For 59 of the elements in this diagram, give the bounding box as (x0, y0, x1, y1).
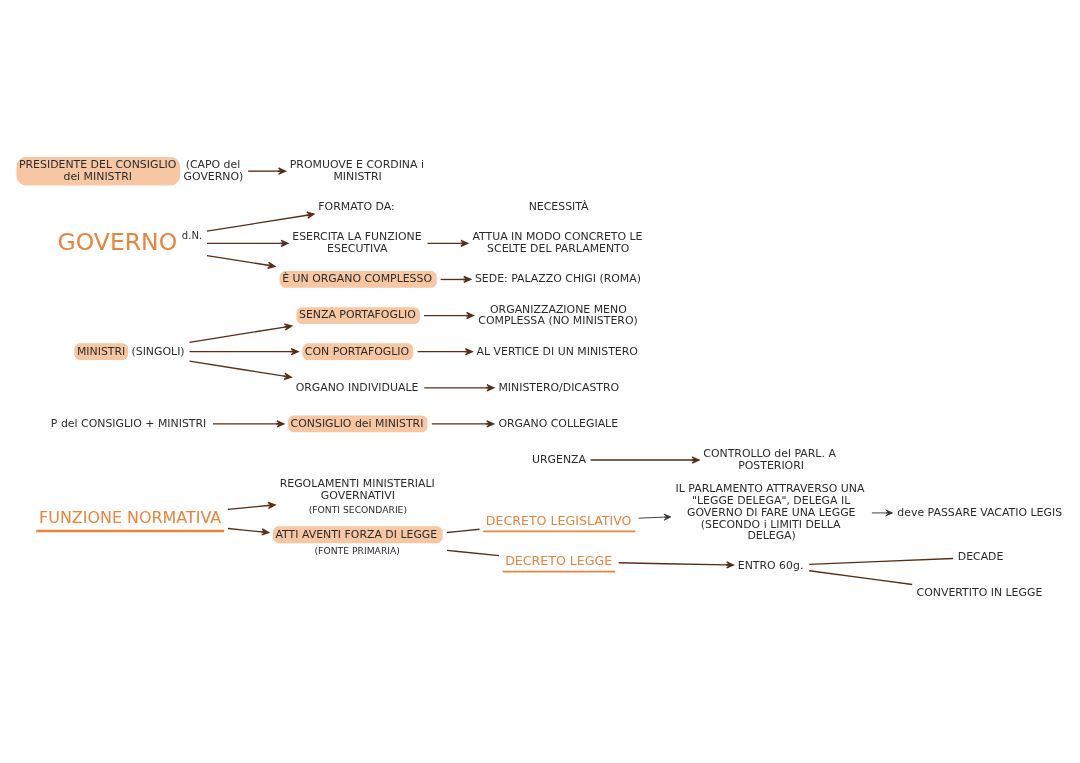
arrow (212, 420, 285, 428)
node-text: AL VERTICE DI UN MINISTERO (476, 344, 638, 358)
arrow (423, 311, 475, 320)
node-text: PROMUOVE E CORDINA i MINISTRI (289, 158, 424, 183)
arrow (188, 360, 292, 380)
node-text: REGOLAMENTI MINISTERIALI GOVERNATIVI (FONTI SECONDARIE) (279, 477, 435, 515)
node-text: URGENZA (532, 452, 587, 466)
node-box: ATTI AVENTI FORZA DI LEGGE (272, 526, 443, 544)
arrow (206, 254, 276, 269)
connector (446, 528, 481, 534)
arrow (589, 456, 700, 464)
node-text: P del CONSIGLIO + MINISTRI (50, 416, 207, 430)
arrow (439, 275, 472, 284)
node-label: (CAPO del GOVERNO) (183, 158, 244, 183)
node-box: MINISTRI (74, 343, 129, 361)
arrow (206, 211, 315, 232)
node-box: È UN ORGANO COMPLESSO (279, 271, 437, 288)
node-label: d.N. (181, 229, 203, 241)
node-text: DECRETO LEGGE (505, 552, 613, 568)
node-text: FORMATO DA: (318, 200, 395, 214)
node-text: ENTRO 60g. (737, 558, 804, 572)
arrow (426, 239, 469, 248)
node-text: CONTROLLO del PARL. A POSTERIORI (703, 446, 836, 472)
arrow (431, 420, 495, 428)
node-text: deve PASSARE VACATIO LEGIS (897, 505, 1063, 519)
node-text: GOVERNO (57, 227, 178, 256)
arrow (871, 509, 893, 517)
arrow (188, 348, 299, 356)
node-text: FUNZIONE NORMATIVA (39, 508, 222, 528)
node-label: (FONTE PRIMARIA) (314, 544, 400, 556)
connector (446, 549, 500, 557)
connector (808, 570, 913, 586)
node-text: ORGANIZZAZIONE MENO COMPLESSA (NO MINISTERO) (478, 302, 638, 328)
node-text: DECRETO LEGISLATIVO (485, 512, 632, 528)
node-box: PRESIDENTE DEL CONSIGLIO dei MINISTRI (16, 156, 181, 186)
arrow (638, 513, 672, 521)
node-text: SEDE: PALAZZO CHIGI (ROMA) (474, 272, 641, 286)
node-text: MINISTERO/DICASTRO (498, 380, 620, 394)
arrow (188, 323, 293, 343)
arrow (416, 348, 473, 356)
node-text: DECADE (957, 550, 1004, 564)
arrow (618, 561, 735, 569)
node-text: IL PARLAMENTO ATTRAVERSO UNA "LEGGE DELEGA", DELEGA IL GOVERNO DI FARE UNA LEGGE (SECONDO i LIMITI DELLA DELEGA) (675, 482, 865, 543)
node-text: CONVERTITO IN LEGGE (916, 586, 1043, 600)
label: NECESSITÀ (528, 200, 589, 214)
arrow (247, 167, 286, 175)
node-label: (SINGOLI) (131, 344, 185, 358)
arrow (206, 239, 289, 248)
node-text: ORGANO COLLEGIALE (498, 416, 619, 430)
node-text: ESERCITA LA FUNZIONE ESECUTIVA (292, 230, 422, 256)
node-text: ORGANO INDIVIDUALE (295, 380, 419, 394)
node-box: SENZA PORTAFOGLIO (296, 307, 420, 324)
arrow (227, 501, 276, 511)
node-box: CON PORTAFOGLIO (302, 343, 414, 361)
node-text: ATTUA IN MODO CONCRETO LE SCELTE DEL PARLAMENTO (472, 230, 643, 256)
node-box: CONSIGLIO dei MINISTRI (288, 415, 428, 433)
arrow (423, 384, 495, 392)
arrow (227, 527, 270, 536)
connector (808, 557, 954, 565)
